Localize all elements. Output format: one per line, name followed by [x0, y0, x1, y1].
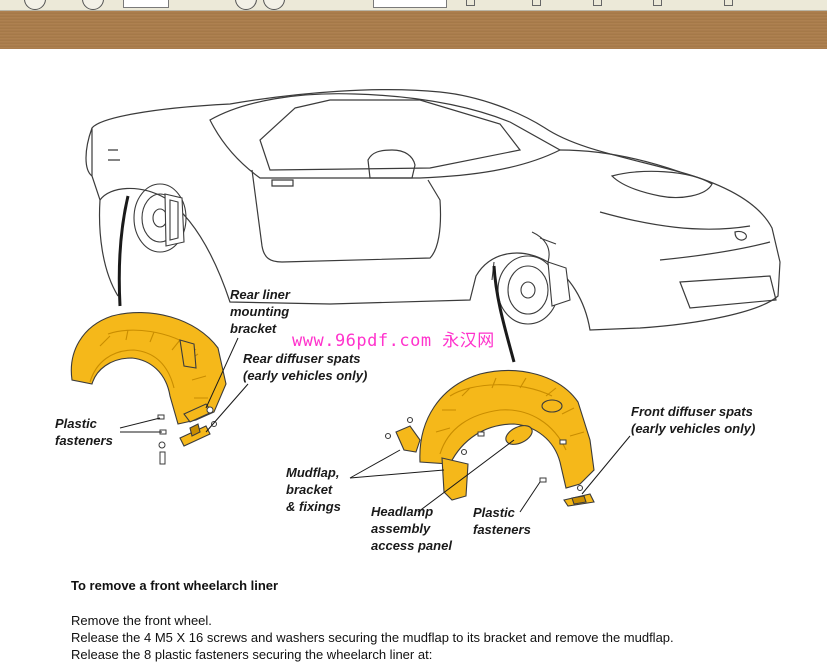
label-rear-liner-bracket: Rear liner mounting bracket [230, 287, 290, 336]
viewer-toolbar [0, 0, 827, 11]
zoom-in-icon[interactable] [263, 0, 285, 10]
front-fasteners [477, 431, 567, 483]
exploded-diagram [70, 89, 781, 513]
step-1: Remove the front wheel. [71, 613, 212, 628]
step-2: Release the 4 M5 X 16 screws and washers… [71, 630, 674, 645]
label-headlamp-panel: Headlamp assembly access panel [371, 504, 452, 553]
front-arch-pointer [492, 265, 516, 363]
rear-arch-pointer [117, 195, 130, 307]
label-plastic-fasteners-rear: Plastic fasteners [55, 416, 113, 448]
toolbar-button-5[interactable] [724, 0, 736, 6]
label-mudflap: Mudflap, bracket & fixings [286, 465, 341, 514]
label-leaders [119, 337, 631, 513]
rear-brake-disc [133, 183, 187, 253]
headlamp-access-panel [505, 425, 533, 445]
front-brake-disc [491, 231, 571, 325]
section-heading: To remove a front wheelarch liner [71, 578, 279, 593]
rear-diffuser-spat [179, 423, 211, 447]
label-rear-diffuser-spats: Rear diffuser spats (early vehicles only… [243, 351, 368, 383]
label-plastic-fasteners-front: Plastic fasteners [473, 505, 531, 537]
tool-icon [466, 0, 475, 6]
toolbar-button-4[interactable] [653, 0, 665, 6]
tool-icon [724, 0, 733, 6]
page-number-field[interactable] [123, 0, 169, 8]
rear-fixings [157, 406, 217, 465]
back-nav-icon[interactable] [24, 0, 46, 10]
tool-icon [593, 0, 602, 6]
toolbar-button-2[interactable] [532, 0, 544, 6]
forward-nav-icon[interactable] [82, 0, 104, 10]
zoom-field[interactable] [373, 0, 447, 8]
header-banner [0, 11, 827, 49]
toolbar-button-1[interactable] [466, 0, 478, 6]
toolbar-button-3[interactable] [593, 0, 605, 6]
watermark-text: www.96pdf.com 永汉网 [292, 331, 495, 351]
front-diffuser-spat [563, 484, 595, 507]
step-3: Release the 8 plastic fasteners securing… [71, 647, 433, 662]
rear-wheelarch-liner [70, 312, 227, 425]
label-front-diffuser-spats: Front diffuser spats (early vehicles onl… [631, 404, 756, 436]
car-outline [85, 89, 781, 331]
front-wheelarch-liner [419, 370, 595, 489]
tool-icon [653, 0, 662, 6]
zoom-out-icon[interactable] [235, 0, 257, 10]
wheelarch-liner-figure: www.96pdf.com 永汉网 Rear liner mounting br… [0, 50, 827, 570]
tool-icon [532, 0, 541, 6]
